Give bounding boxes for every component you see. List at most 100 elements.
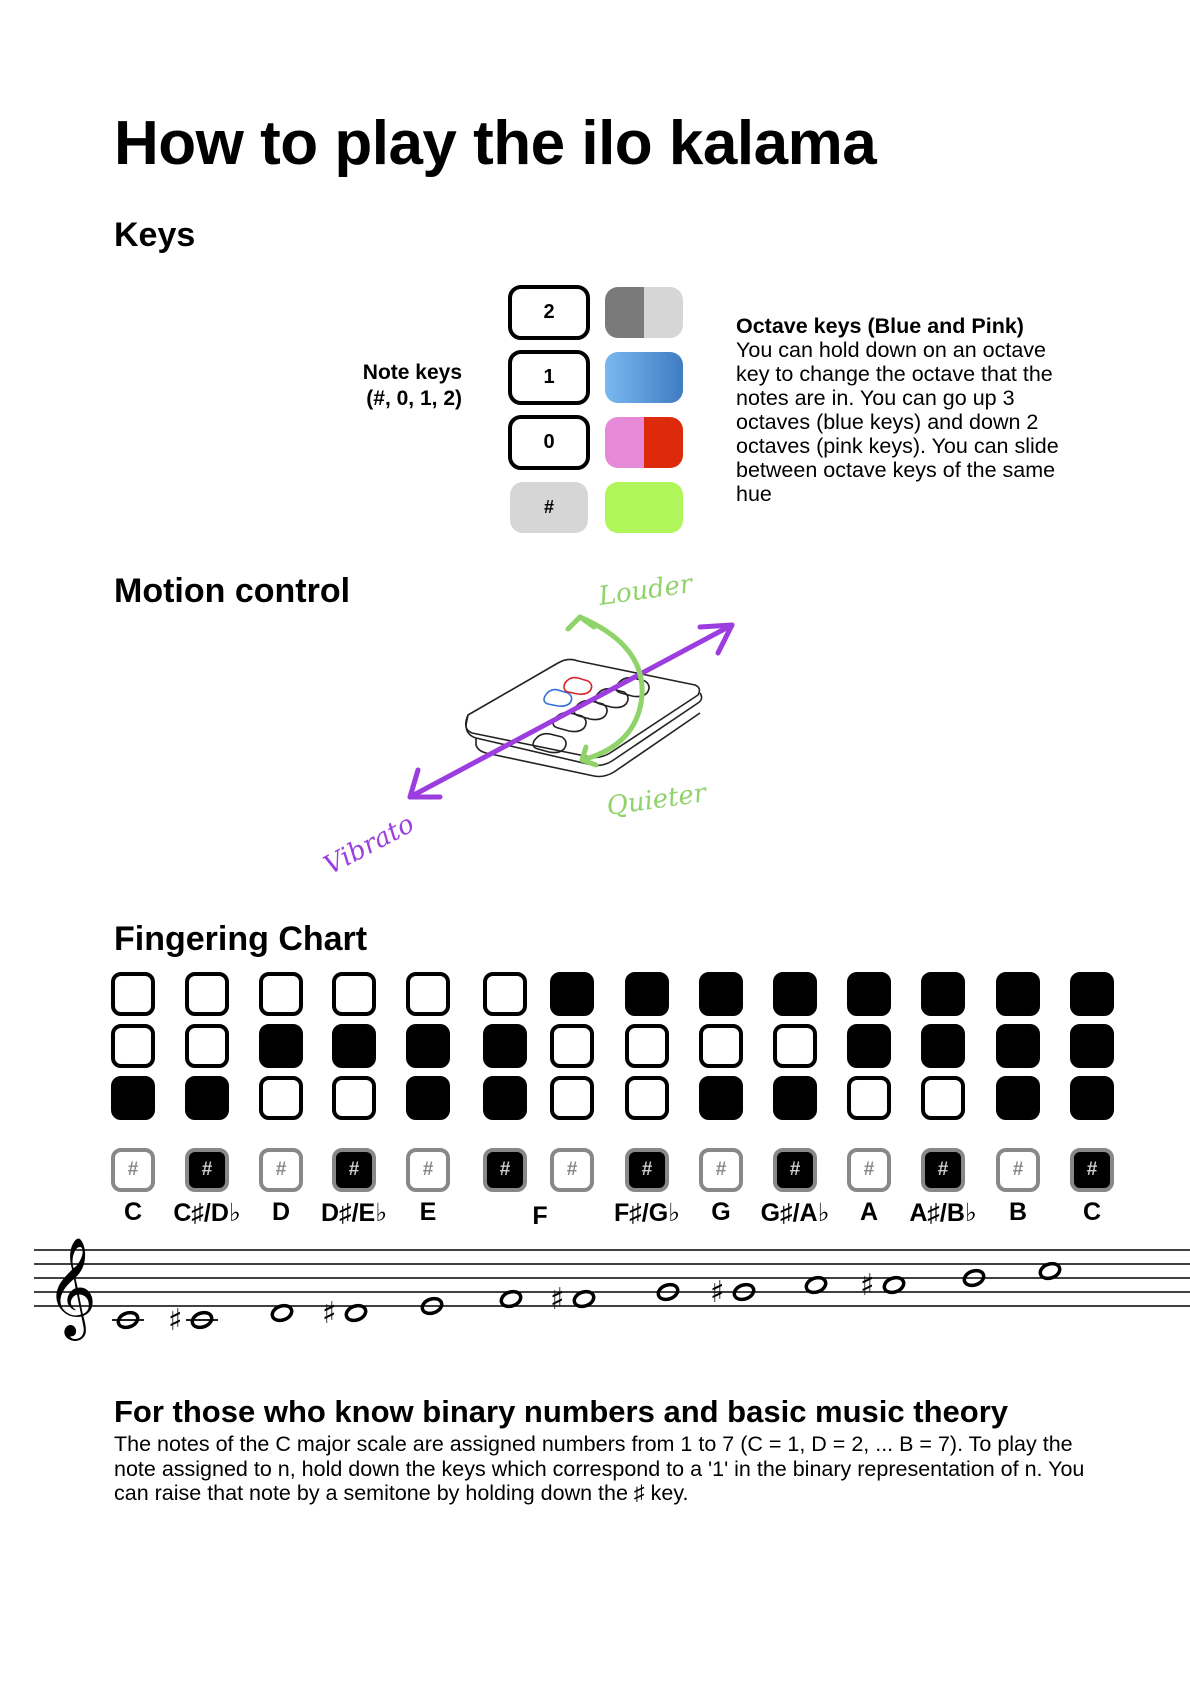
fingering-sharp-key: #: [259, 1148, 303, 1192]
fingering-sharp-key: #: [996, 1148, 1040, 1192]
note-label: F♯/G♭: [614, 1199, 680, 1227]
fingering-key-k2: [111, 972, 155, 1016]
sharp-accidental: ♯: [860, 1268, 875, 1303]
fingering-key-k2: [699, 972, 743, 1016]
whole-note: [344, 1303, 368, 1323]
fingering-key-k0: [332, 1076, 376, 1120]
fingering-key-k0: [921, 1076, 965, 1120]
fingering-key-k0: [699, 1076, 743, 1120]
fingering-key-k1: [847, 1024, 891, 1068]
fingering-key-k1: [1070, 1024, 1114, 1068]
whole-note: [572, 1289, 596, 1309]
binary-explanation: The notes of the C major scale are assig…: [114, 1432, 1085, 1505]
fingering-key-k2: [259, 972, 303, 1016]
note-label: C: [1082, 1198, 1102, 1226]
note-label: D♯/E♭: [321, 1199, 387, 1227]
fingering-sharp-key: #: [773, 1148, 817, 1192]
note-label: C: [123, 1198, 143, 1226]
fingering-key-k1: [921, 1024, 965, 1068]
octave-key-gray-left: [605, 287, 644, 338]
fingering-key-k1: [332, 1024, 376, 1068]
octave-key-blue: [605, 352, 683, 403]
octave-keys-heading: Octave keys (Blue and Pink): [736, 314, 1024, 338]
fingering-key-k0: [1070, 1076, 1114, 1120]
note-label: G: [711, 1198, 731, 1226]
fingering-sharp-key: #: [483, 1148, 527, 1192]
fingering-key-k0: [773, 1076, 817, 1120]
whole-note: [270, 1303, 294, 1323]
fingering-key-k1: [773, 1024, 817, 1068]
whole-note: [420, 1296, 444, 1316]
note-label: G♯/A♭: [760, 1199, 830, 1227]
sharp-accidental: ♯: [710, 1275, 725, 1310]
fingering-key-k1: [996, 1024, 1040, 1068]
music-staff: 𝄞 ♯ ♯ ♯ ♯ ♯: [34, 1238, 1190, 1341]
note-label: C♯/D♭: [173, 1199, 241, 1227]
whole-note: [962, 1268, 986, 1288]
octave-key-pink: [605, 417, 683, 468]
quieter-label: Quieter: [605, 778, 710, 822]
octave-key-green: [605, 482, 683, 533]
note-key-2: 2: [508, 285, 590, 340]
sharp-accidental: ♯: [550, 1282, 565, 1317]
section-heading-keys: Keys: [114, 216, 196, 254]
note-label: F: [532, 1202, 548, 1230]
note-key-0: 0: [508, 415, 590, 470]
note-key-sharp: #: [510, 482, 588, 533]
treble-clef-icon: 𝄞: [46, 1238, 97, 1341]
section-heading-fingering: Fingering Chart: [114, 920, 368, 958]
page-title: How to play the ilo kalama: [114, 109, 877, 178]
fingering-sharp-key: #: [1070, 1148, 1114, 1192]
note-label: D: [271, 1198, 291, 1226]
octave-key-gray: [605, 287, 683, 338]
louder-label: Louder: [596, 575, 696, 612]
motion-diagram: Louder Quieter Vibrato: [319, 575, 735, 875]
note-label: E: [419, 1198, 437, 1226]
vibrato-arrow: [407, 622, 735, 800]
whole-note: [882, 1275, 906, 1295]
octave-keys-info: Octave keys (Blue and Pink) You can hold…: [736, 314, 1066, 506]
fingering-key-k0: [847, 1076, 891, 1120]
note-keys-label: Note keys (#, 0, 1, 2): [300, 360, 462, 412]
fingering-sharp-key: #: [185, 1148, 229, 1192]
fingering-key-k0: [406, 1076, 450, 1120]
whole-note: [656, 1282, 680, 1302]
octave-key-pink-right: [644, 417, 683, 468]
fingering-sharp-key: #: [550, 1148, 594, 1192]
fingering-key-k2: [921, 972, 965, 1016]
fingering-key-k2: [483, 972, 527, 1016]
section-heading-motion: Motion control: [114, 572, 351, 610]
fingering-key-k2: [406, 972, 450, 1016]
octave-key-gray-right: [644, 287, 683, 338]
fingering-key-k2: [773, 972, 817, 1016]
fingering-key-k1: [406, 1024, 450, 1068]
fingering-key-k0: [483, 1076, 527, 1120]
note-label: A: [859, 1198, 879, 1226]
fingering-key-k1: [259, 1024, 303, 1068]
fingering-key-k1: [625, 1024, 669, 1068]
fingering-key-k2: [1070, 972, 1114, 1016]
note-keys-label-list: (#, 0, 1, 2): [366, 387, 462, 410]
fingering-key-k2: [185, 972, 229, 1016]
fingering-sharp-key: #: [406, 1148, 450, 1192]
sharp-accidental: ♯: [322, 1296, 337, 1331]
fingering-key-k2: [625, 972, 669, 1016]
fingering-key-k1: [483, 1024, 527, 1068]
fingering-sharp-key: #: [699, 1148, 743, 1192]
whole-note: [499, 1289, 523, 1309]
whole-note: [1038, 1261, 1062, 1281]
fingering-key-k0: [111, 1076, 155, 1120]
vibrato-label: Vibrato: [319, 809, 419, 875]
fingering-key-k2: [996, 972, 1040, 1016]
note-label: A♯/B♭: [909, 1199, 977, 1227]
fingering-key-k1: [550, 1024, 594, 1068]
sharp-accidental: ♯: [168, 1303, 183, 1338]
octave-key-pink-left: [605, 417, 644, 468]
section-heading-binary: For those who know binary numbers and ba…: [114, 1394, 1009, 1429]
fingering-key-k1: [699, 1024, 743, 1068]
note-label: B: [1008, 1198, 1028, 1226]
fingering-key-k0: [996, 1076, 1040, 1120]
fingering-key-k0: [550, 1076, 594, 1120]
fingering-key-k1: [111, 1024, 155, 1068]
note-key-1: 1: [508, 350, 590, 405]
